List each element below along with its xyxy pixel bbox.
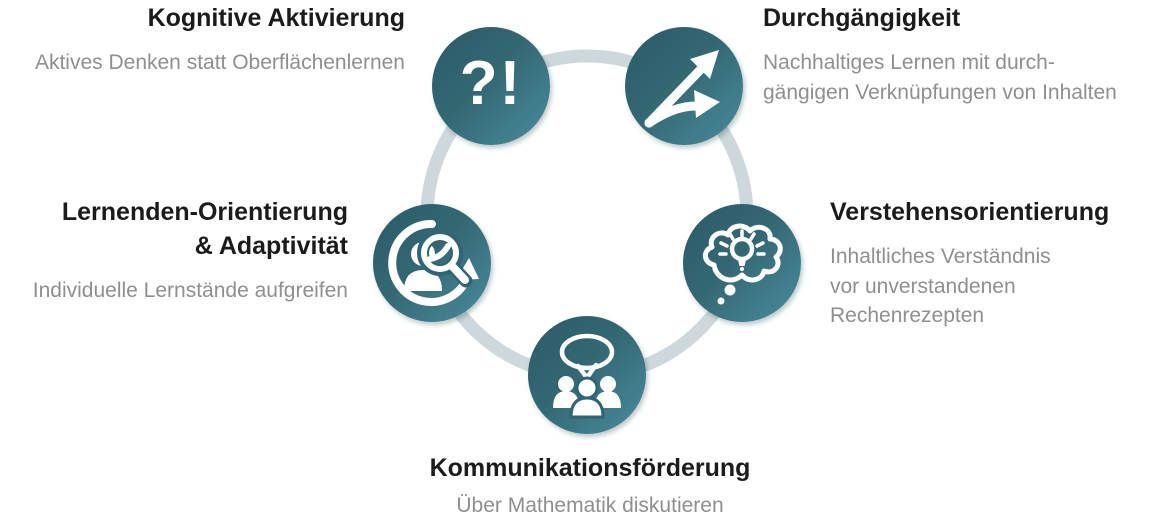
thought-bubble-lightbulb-icon xyxy=(703,223,783,305)
node-circle-durchgaengigkeit xyxy=(625,27,743,145)
speech-bubble-people-icon xyxy=(553,333,621,419)
label-durchgaengigkeit: Durchgängigkeit Nachhaltiges Lernen mit … xyxy=(763,2,1117,107)
node-title: Kognitive Aktivierung xyxy=(147,4,405,32)
node-title: Lernenden-Orientierung & Adaptivität xyxy=(61,198,348,260)
person-magnifier-cycle-icon xyxy=(388,219,479,306)
node-circle-kommunikationsfoerderung xyxy=(528,316,646,434)
node-circle-verstehensorientierung xyxy=(683,204,801,322)
node-subtitle: Individuelle Lernstände aufgreifen xyxy=(32,278,348,302)
node-title: Kommunikationsförderung xyxy=(429,454,751,482)
label-lernenden-orientierung: Lernenden-Orientierung & Adaptivität Ind… xyxy=(33,196,348,305)
question-exclamation-icon: ?! xyxy=(459,49,523,118)
label-verstehensorientierung: Verstehensorientierung Inhaltliches Vers… xyxy=(830,196,1109,331)
node-subtitle: Inhaltliches Verständnis vor unverstande… xyxy=(830,244,1051,328)
node-circle-lernenden-orientierung xyxy=(373,204,491,322)
node-circle-kognitive-aktivierung: ?! xyxy=(432,27,550,145)
diverging-arrow-icon xyxy=(644,50,720,128)
label-kognitive-aktivierung: Kognitive Aktivierung Aktives Denken sta… xyxy=(35,2,405,78)
node-title: Verstehensorientierung xyxy=(830,198,1110,226)
node-subtitle: Aktives Denken statt Oberflächenlernen xyxy=(34,50,405,74)
label-kommunikationsfoerderung: Kommunikationsförderung Über Mathematik … xyxy=(337,452,843,521)
node-title: Durchgängigkeit xyxy=(763,4,961,32)
node-subtitle: Über Mathematik diskutieren xyxy=(456,493,724,517)
node-subtitle: Nachhaltiges Lernen mit durch- gängigen … xyxy=(763,50,1117,104)
